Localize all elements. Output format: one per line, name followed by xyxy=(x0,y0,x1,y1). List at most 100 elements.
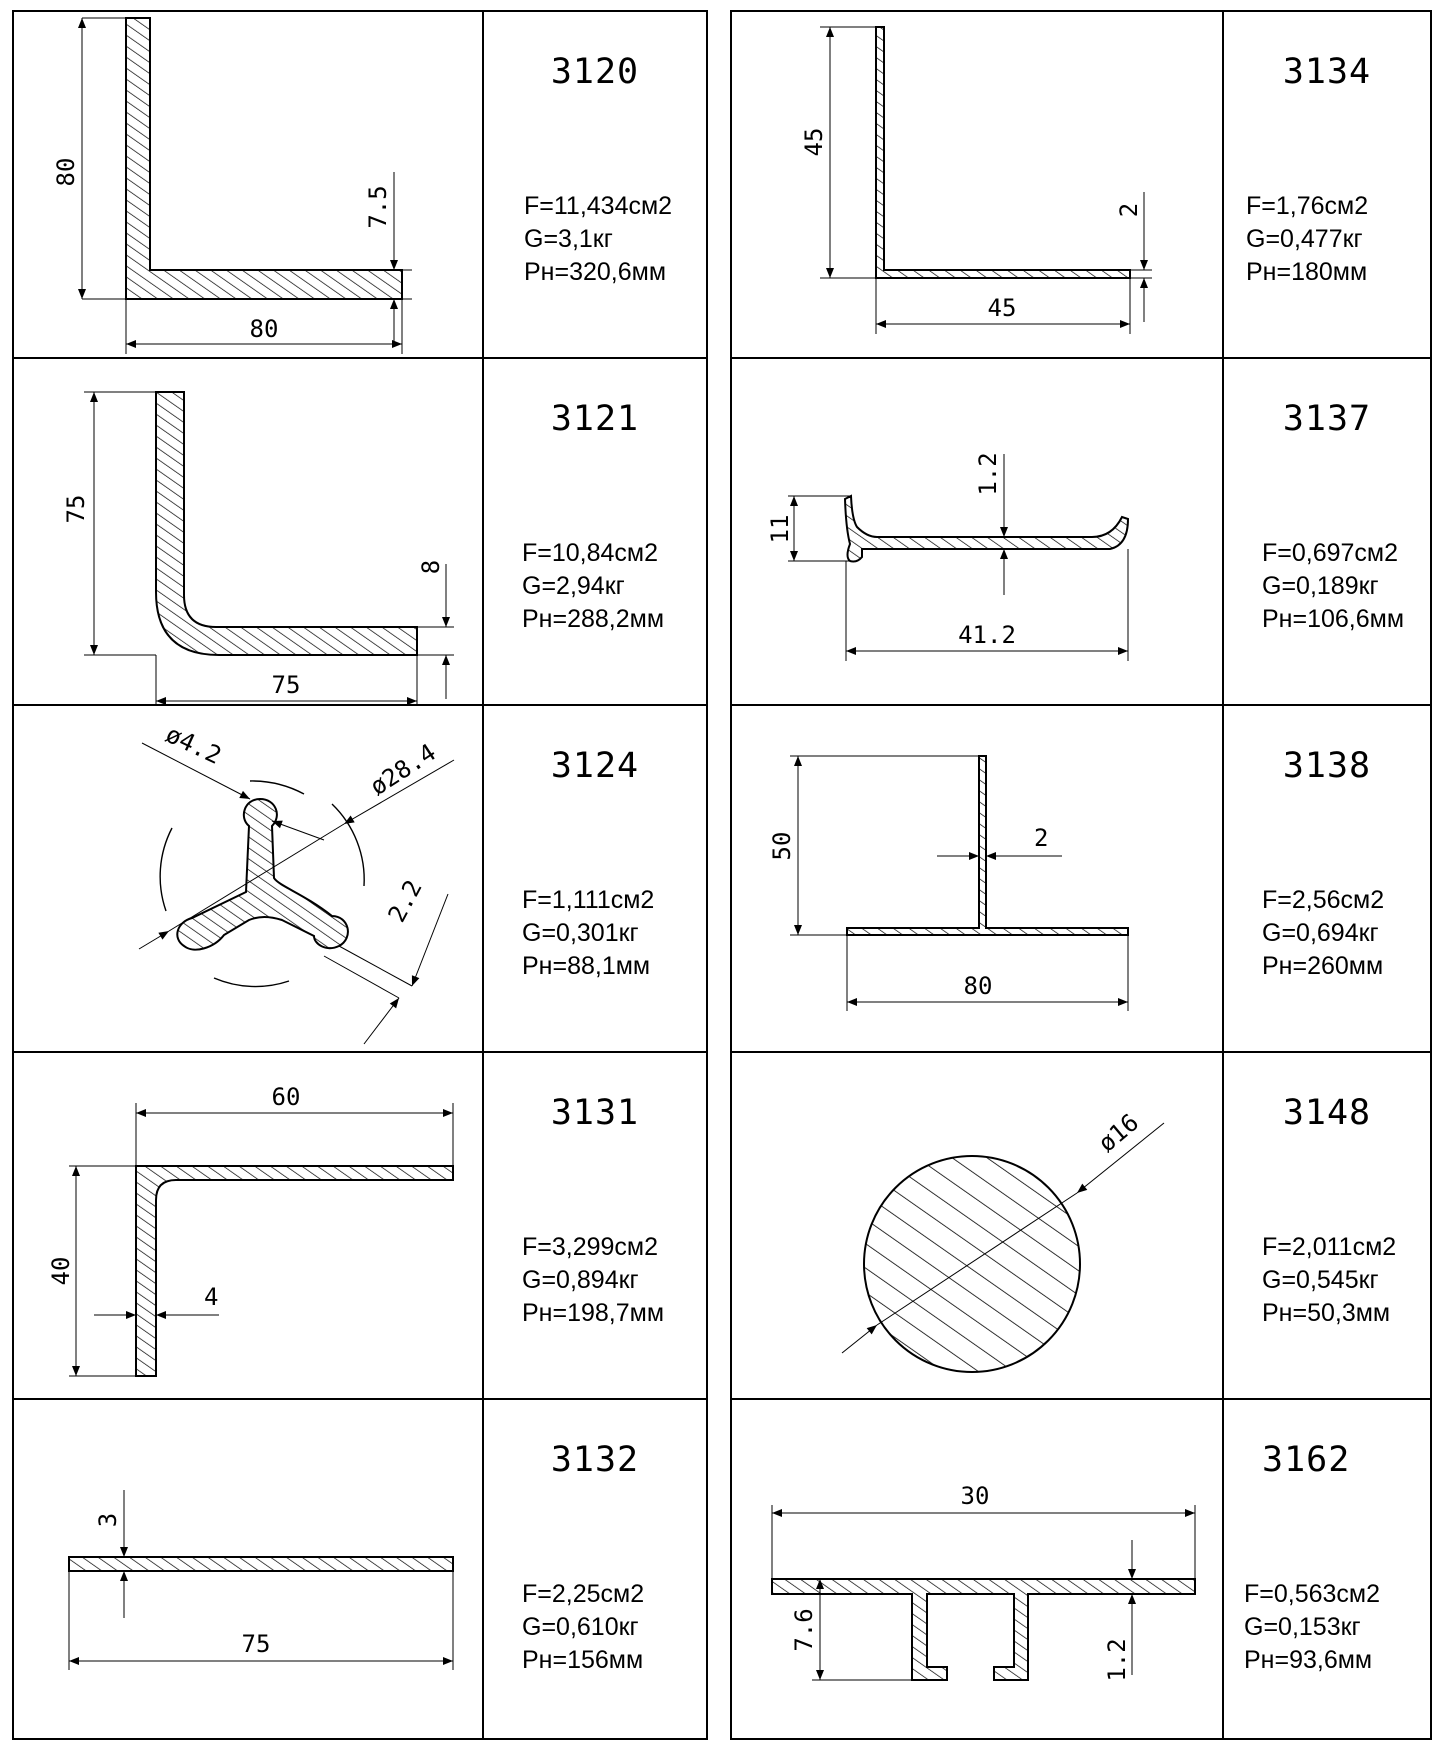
profile-props: F=3,299см2 G=0,894кг Pн=198,7мм xyxy=(522,1231,664,1330)
dim-thickness-3137: 1.2 xyxy=(974,452,1002,495)
round-bar-profile-3148: ø16 xyxy=(841,1108,1165,1373)
profile-weight: G=3,1кг xyxy=(524,225,613,253)
dim-thickness-3132: 3 xyxy=(94,1513,122,1527)
profile-info-3121: 3121 F=10,84см2 G=2,94кг Pн=288,2мм xyxy=(484,359,706,704)
dim-lobe-3124: ø4.2 xyxy=(161,720,225,770)
flanged-profile-3137: 11 1.2 41.2 xyxy=(766,452,1130,661)
dim-height-3137: 11 xyxy=(766,515,794,544)
profile-row-3137: 11 1.2 41.2 3137 F=0,697см2 G=0,189кг Pн… xyxy=(732,359,1430,706)
profile-drawing-3162: 30 7.6 1.2 xyxy=(732,1400,1224,1740)
profile-area: F=2,25см2 xyxy=(522,1580,645,1608)
profile-code: 3137 xyxy=(1282,399,1372,439)
dim-diameter-3148: ø16 xyxy=(1093,1108,1144,1157)
profile-row-3148: ø16 3148 F=2,011см2 G=0,545кг Pн=50,3мм xyxy=(732,1053,1430,1400)
profile-code: 3132 xyxy=(550,1440,640,1480)
profile-drawing-3137: 11 1.2 41.2 xyxy=(732,359,1224,704)
dim-height-3162: 7.6 xyxy=(790,1608,818,1651)
left-panel: 80 80 7.5 3120 F=11,434см2 G=3,1кг xyxy=(12,10,708,1740)
dim-width-3134: 45 xyxy=(988,294,1017,322)
profile-code: 3131 xyxy=(550,1093,640,1133)
profile-row-3132: 3 75 3132 F=2,25см2 G=0,610кг Pн=156мм xyxy=(14,1400,706,1740)
profile-drawing-3134: 45 45 2 xyxy=(732,12,1224,357)
tee-profile-3138: 50 2 80 xyxy=(768,755,1129,1011)
profile-props: F=2,56см2 G=0,694кг Pн=260мм xyxy=(1262,884,1384,983)
profile-area: F=0,563см2 xyxy=(1244,1580,1381,1608)
profile-info-3138: 3138 F=2,56см2 G=0,694кг Pн=260мм xyxy=(1224,706,1430,1051)
profile-props: F=1,111см2 G=0,301кг Pн=88,1мм xyxy=(522,884,654,983)
profile-info-3132: 3132 F=2,25см2 G=0,610кг Pн=156мм xyxy=(484,1400,706,1740)
dim-thickness-3162: 1.2 xyxy=(1103,1638,1131,1681)
profile-drawing-3132: 3 75 xyxy=(14,1400,484,1740)
dim-thickness-3134: 2 xyxy=(1115,203,1143,217)
profile-code: 3148 xyxy=(1282,1093,1372,1133)
profile-info-3120: 3120 F=11,434см2 G=3,1кг Pн=320,6мм xyxy=(484,12,706,357)
profile-code: 3124 xyxy=(550,746,640,786)
profile-drawing-3148: ø16 xyxy=(732,1053,1224,1398)
dim-thickness-3121: 8 xyxy=(417,560,445,574)
angle-profile-3134: 45 45 2 xyxy=(800,26,1152,334)
profile-weight: G=0,477кг xyxy=(1246,225,1363,253)
profile-area: F=2,011см2 xyxy=(1262,1233,1397,1261)
profile-props: F=11,434см2 G=3,1кг Pн=320,6мм xyxy=(524,190,672,289)
profile-props: F=2,011см2 G=0,545кг Pн=50,3мм xyxy=(1262,1231,1396,1330)
tri-lobe-profile-3124: ø4.2 ø28.4 2.2 xyxy=(138,720,455,1045)
profile-area: F=10,84см2 xyxy=(522,539,659,567)
profile-info-3137: 3137 F=0,697см2 G=0,189кг Pн=106,6мм xyxy=(1224,359,1430,704)
profile-row-3134: 45 45 2 3134 F=1,76см2 G=0,477кг xyxy=(732,12,1430,359)
profile-code: 3120 xyxy=(550,52,640,92)
profile-perimeter: Pн=93,6мм xyxy=(1244,1646,1373,1674)
profile-code: 3138 xyxy=(1282,746,1372,786)
flat-bar-profile-3132: 3 75 xyxy=(68,1490,454,1670)
profile-code: 3162 xyxy=(1262,1440,1351,1480)
profile-code: 3121 xyxy=(550,399,640,439)
channel-profile-3162: 30 7.6 1.2 xyxy=(771,1482,1196,1682)
profile-info-3124: 3124 F=1,111см2 G=0,301кг Pн=88,1мм xyxy=(484,706,706,1051)
dim-outer-3124: ø28.4 xyxy=(365,738,441,801)
profile-weight: G=0,610кг xyxy=(522,1613,639,1641)
profile-perimeter: Pн=106,6мм xyxy=(1262,605,1405,633)
dim-width-3131: 60 xyxy=(272,1083,301,1111)
angle-profile-3131: 60 40 4 xyxy=(47,1083,454,1377)
dim-height-3138: 50 xyxy=(768,832,796,861)
profile-props: F=0,697см2 G=0,189кг Pн=106,6мм xyxy=(1262,537,1404,636)
profile-props: F=2,25см2 G=0,610кг Pн=156мм xyxy=(522,1578,644,1677)
dim-height-3121: 75 xyxy=(62,495,90,524)
profile-info-3148: 3148 F=2,011см2 G=0,545кг Pн=50,3мм xyxy=(1224,1053,1430,1398)
dim-width-3121: 75 xyxy=(272,671,301,699)
dim-width-3120: 80 xyxy=(250,315,279,343)
profile-perimeter: Pн=260мм xyxy=(1262,952,1384,980)
angle-profile-3121: 75 75 8 xyxy=(62,391,454,706)
profile-drawing-3124: ø4.2 ø28.4 2.2 xyxy=(14,706,484,1051)
profile-perimeter: Pн=320,6мм xyxy=(524,258,667,286)
profile-area: F=2,56см2 xyxy=(1262,886,1385,914)
profile-perimeter: Pн=180мм xyxy=(1246,258,1368,286)
profile-perimeter: Pн=88,1мм xyxy=(522,952,651,980)
profile-perimeter: Pн=50,3мм xyxy=(1262,1299,1391,1327)
dim-thickness-3120: 7.5 xyxy=(364,185,392,228)
profile-row-3138: 50 2 80 3138 F=2,56см2 G=0,694кг Pн=260м… xyxy=(732,706,1430,1053)
dim-height-3120: 80 xyxy=(52,158,80,187)
profile-props: F=1,76см2 G=0,477кг Pн=180мм xyxy=(1246,190,1368,289)
profile-drawing-3120: 80 80 7.5 xyxy=(14,12,484,357)
profile-row-3121: 75 75 8 3121 F=10,84см2 G=2,94кг xyxy=(14,359,706,706)
profile-props: F=10,84см2 G=2,94кг Pн=288,2мм xyxy=(522,537,664,636)
angle-profile-3120: 80 80 7.5 xyxy=(52,17,412,354)
profile-area: F=1,76см2 xyxy=(1246,192,1369,220)
profile-perimeter: Pн=288,2мм xyxy=(522,605,665,633)
profile-weight: G=2,94кг xyxy=(522,572,625,600)
profile-weight: G=0,694кг xyxy=(1262,919,1379,947)
dim-width-3137: 41.2 xyxy=(958,621,1016,649)
profile-weight: G=0,153кг xyxy=(1244,1613,1361,1641)
profile-row-3124: ø4.2 ø28.4 2.2 3124 F=1,111см2 xyxy=(14,706,706,1053)
profile-drawing-3138: 50 2 80 xyxy=(732,706,1224,1051)
dim-thickness-3124: 2.2 xyxy=(383,875,428,926)
profile-perimeter: Pн=156мм xyxy=(522,1646,644,1674)
profile-area: F=0,697см2 xyxy=(1262,539,1399,567)
dim-width-3132: 75 xyxy=(242,1630,271,1658)
dim-height-3131: 40 xyxy=(47,1257,75,1286)
profile-perimeter: Pн=198,7мм xyxy=(522,1299,665,1327)
profile-drawing-3131: 60 40 4 xyxy=(14,1053,484,1398)
profile-weight: G=0,545кг xyxy=(1262,1266,1379,1294)
dim-thickness-3131: 4 xyxy=(204,1283,218,1311)
